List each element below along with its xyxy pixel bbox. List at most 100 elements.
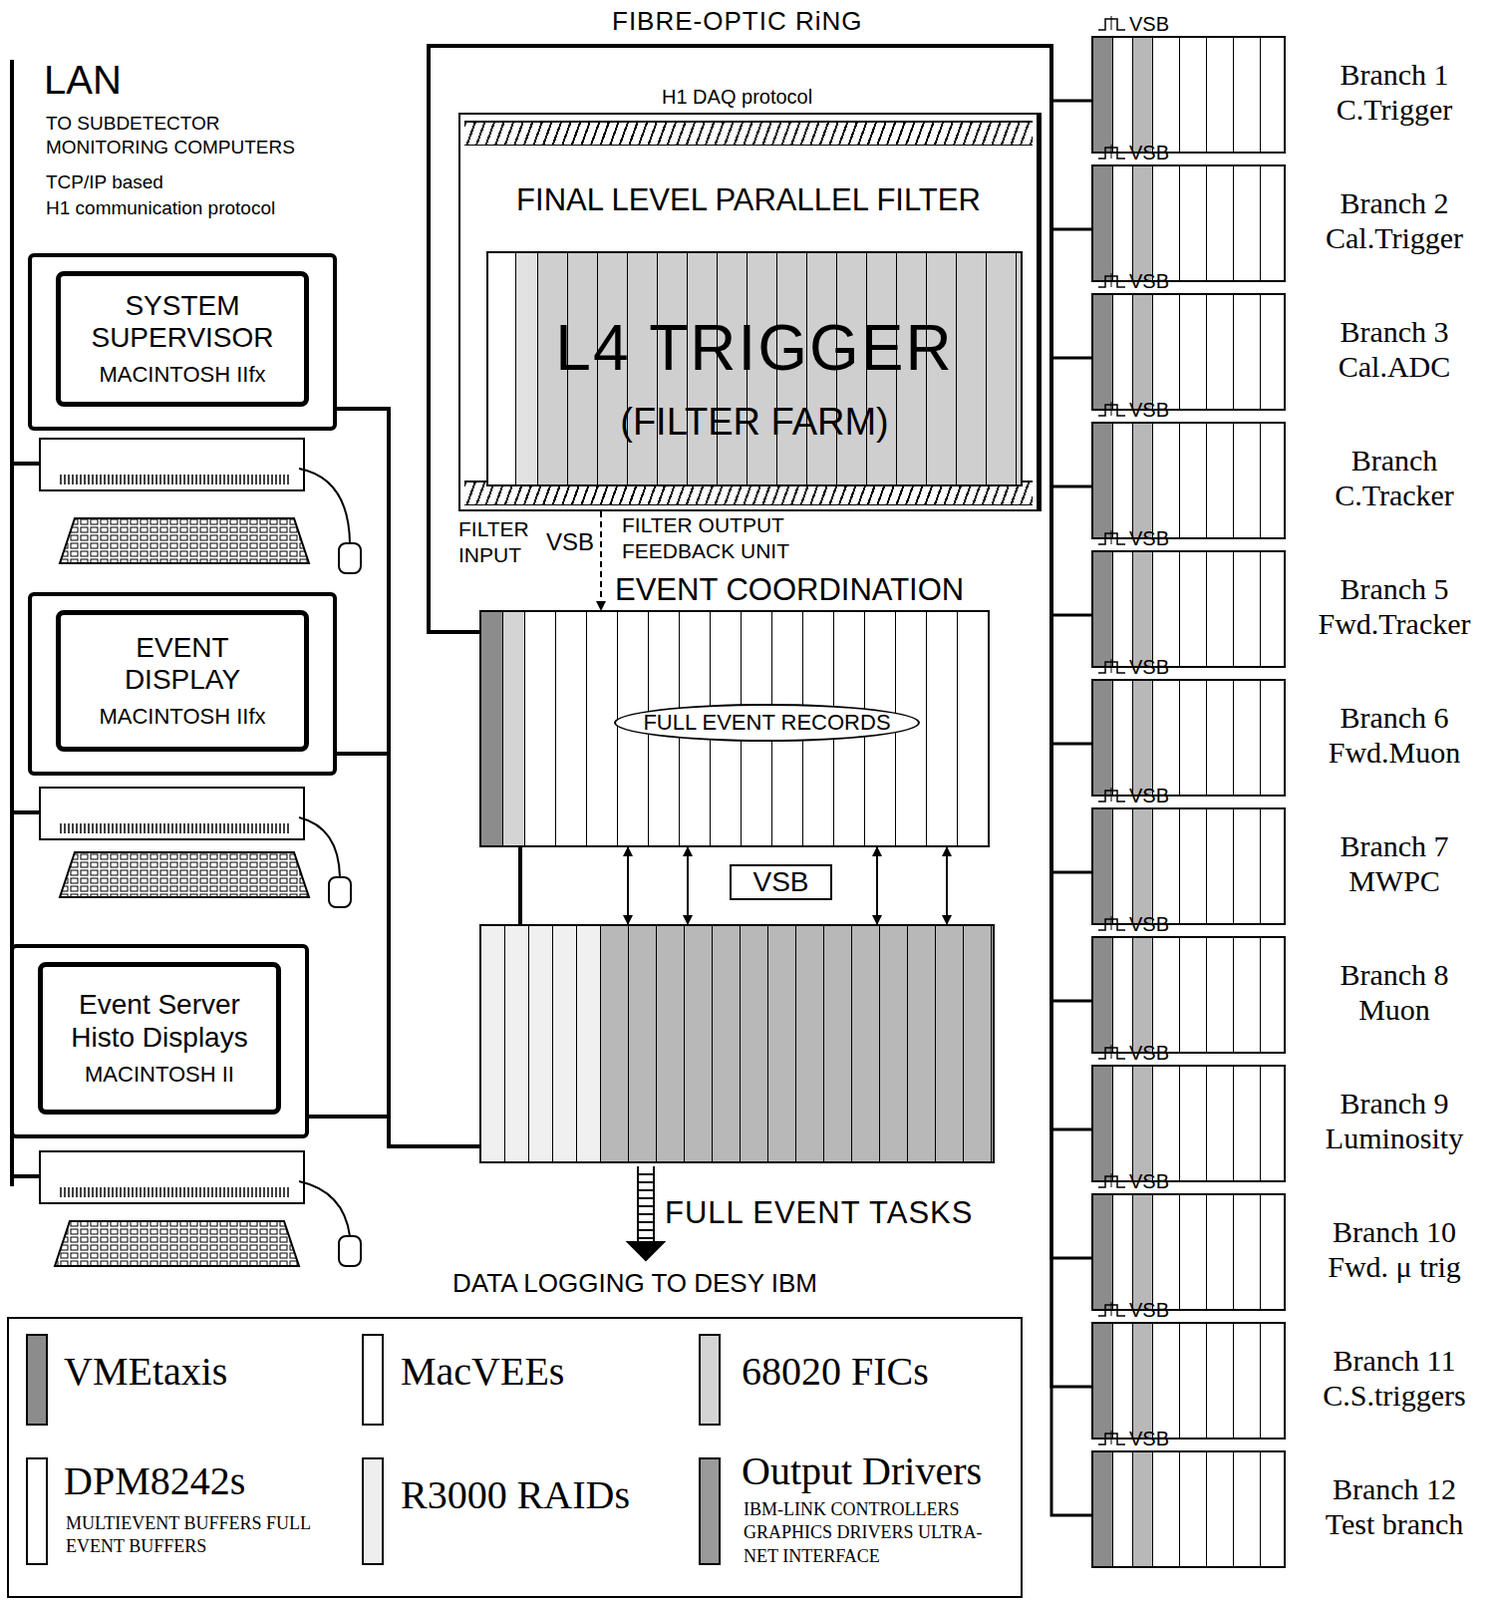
crate-slot (1153, 680, 1181, 795)
crate-slot (577, 925, 601, 1162)
crate-slot (1233, 552, 1261, 666)
vsb-box: VSB (729, 864, 833, 900)
crate-slot (1093, 1452, 1114, 1566)
crate-slot (1233, 166, 1261, 281)
legend-swatch (698, 1333, 721, 1426)
crate-slot (1206, 37, 1234, 152)
legend-text: DPM8242s (61, 1457, 248, 1504)
legend-text: MacVEEs (398, 1347, 567, 1395)
crate-slot (1206, 1452, 1234, 1566)
connector (428, 45, 1092, 632)
connector (428, 45, 1092, 632)
crate-slot (1180, 37, 1207, 152)
legend-swatch (25, 1333, 48, 1426)
crate-slot (1180, 552, 1207, 666)
crate-slot (1233, 423, 1261, 538)
crate-slots (1093, 1452, 1284, 1566)
crate-slot (991, 925, 993, 1162)
crate-slot (1260, 552, 1284, 666)
legend-text: VMEtaxis (61, 1347, 230, 1395)
node-text: Branch 2 Cal.Trigger (1304, 186, 1485, 256)
crate-slot (1113, 552, 1134, 666)
node-text: Branch 7 MWPC (1304, 829, 1485, 899)
crate-slot (1260, 1452, 1284, 1566)
crate-slot (656, 925, 685, 1162)
crate-slot (1180, 1323, 1207, 1438)
crate-slot (1153, 295, 1181, 409)
node-text: Event Server Histo Displays (62, 988, 257, 1053)
branch-crate: VSBBranch 1 C.Trigger (1091, 35, 1286, 154)
computer-base (39, 438, 361, 1266)
computer-monitor: SYSTEM SUPERVISORMACINTOSH IIfx (27, 253, 337, 431)
label: MULTIEVENT BUFFERS FULL EVENT BUFFERS (63, 1511, 317, 1559)
connector (428, 45, 1092, 632)
crate-slot (1233, 809, 1261, 923)
crate-slot (1133, 809, 1154, 923)
branch-crate: VSBBranch 5 Fwd.Tracker (1091, 550, 1286, 668)
connector (599, 511, 602, 610)
crate-slot (1206, 295, 1234, 409)
branch-crate: VSBBranch C.Tracker (1091, 421, 1286, 540)
label: TO SUBDETECTOR MONITORING COMPUTERS (43, 111, 309, 161)
node-text: VSB (1129, 1298, 1170, 1322)
pulse-symbol (1097, 530, 1128, 547)
ellipse-box: FULL EVENT RECORDS (613, 703, 920, 742)
crate-slot (1153, 37, 1181, 152)
pulse-symbol (1097, 1430, 1128, 1447)
node-text: VSB (1129, 270, 1170, 294)
crate-slot (1206, 166, 1234, 281)
crate-slot (1093, 166, 1114, 281)
label: H1 DAQ protocol (659, 85, 815, 109)
crate-slot (1113, 1195, 1134, 1309)
crate-slot (796, 925, 825, 1162)
branch-crate: VSBBranch 7 MWPC (1091, 807, 1286, 925)
crate-slot (907, 925, 936, 1162)
crate-slot (1153, 423, 1181, 538)
crate-slot (1133, 1452, 1154, 1566)
screen: EVENT DISPLAYMACINTOSH IIfx (55, 609, 309, 752)
crate-slot (1260, 1323, 1284, 1438)
crate-slot (1260, 937, 1284, 1052)
crate-slots (1093, 1323, 1284, 1438)
crate-slot (1093, 680, 1114, 795)
crate-slot (1113, 809, 1134, 923)
crate-slot (1180, 295, 1207, 409)
legend-swatch (25, 1457, 48, 1565)
crate-slots (1093, 680, 1284, 795)
crate-slot (1133, 295, 1154, 409)
crate-slot (1233, 937, 1261, 1052)
connector (428, 45, 1092, 1001)
branch-crate: VSBBranch 8 Muon (1091, 935, 1286, 1054)
crate-slot (1180, 1066, 1207, 1181)
node-text: MACINTOSH IIfx (98, 361, 266, 388)
crate-slot (1180, 166, 1207, 281)
node-text: VSB (1129, 1041, 1170, 1065)
crate-slot (1260, 680, 1284, 795)
node-text: VSB (1129, 655, 1170, 679)
crate-slots (1093, 552, 1284, 666)
crate-slot (1153, 1452, 1181, 1566)
computer-monitor: EVENT DISPLAYMACINTOSH IIfx (27, 592, 337, 776)
crate-slots (1093, 809, 1284, 923)
crate-slot (1153, 809, 1181, 923)
crate-slot (1233, 295, 1261, 409)
crate-slots (1093, 937, 1284, 1052)
screen: SYSTEM SUPERVISORMACINTOSH IIfx (55, 271, 309, 407)
node-text: Branch 6 Fwd.Muon (1304, 700, 1485, 770)
node-text: VSB (1129, 1170, 1170, 1194)
label: FIBRE-OPTIC RiNG (609, 5, 865, 37)
crate-slot (956, 253, 987, 485)
crate-slot (1233, 1323, 1261, 1438)
pulse-symbol (1097, 1173, 1128, 1190)
crate-slot (1180, 809, 1207, 923)
screen: Event Server Histo DisplaysMACINTOSH II (37, 961, 282, 1115)
legend-text: Output Drivers (739, 1447, 984, 1495)
crate-slot (1093, 809, 1114, 923)
crate-slot (1233, 37, 1261, 152)
crate-slot (1093, 37, 1114, 152)
label: H1 communication protocol (43, 197, 278, 220)
crate-slot (1180, 937, 1207, 1052)
crate-slot (1133, 1066, 1154, 1181)
crate-slot (1093, 1066, 1114, 1181)
crate-slot (488, 253, 517, 485)
